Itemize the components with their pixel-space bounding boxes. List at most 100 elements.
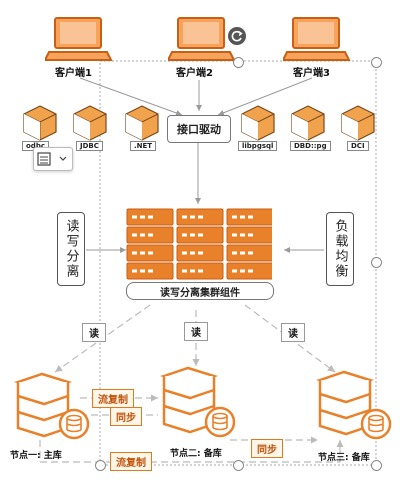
server-led	[198, 251, 203, 255]
node-2	[158, 366, 238, 440]
node-label: 节点一: 主库	[10, 451, 62, 461]
cube-icon	[73, 105, 107, 141]
read-label: 读	[184, 322, 208, 341]
cluster-server-grid	[126, 208, 274, 280]
driver-dbdpg: DBD::pg	[288, 103, 331, 151]
client-label: 客户端3	[293, 68, 330, 79]
server-led	[140, 251, 145, 255]
server-led	[248, 269, 253, 273]
node-label: 节点二: 备库	[170, 449, 222, 459]
cube-icon	[241, 105, 275, 141]
server-led	[132, 215, 137, 219]
database-server-icon	[159, 366, 236, 438]
stream-replication-label: 流复制	[110, 452, 152, 471]
rw-split-box: 读写分离	[57, 212, 85, 286]
stream-replication-label: 流复制	[92, 389, 134, 408]
cluster-component-label: 读写分离集群组件	[160, 287, 240, 299]
driver-label: DCI	[347, 141, 369, 151]
server-led	[240, 269, 245, 273]
server-led	[148, 233, 153, 237]
resize-handle[interactable]	[371, 460, 382, 471]
server-led	[190, 269, 195, 273]
server-led	[132, 233, 137, 237]
server-led	[232, 251, 237, 255]
cube-icon	[125, 105, 159, 141]
server-led	[132, 251, 137, 255]
client-label: 客户端1	[55, 68, 92, 79]
edge-client1-interface	[79, 77, 183, 116]
node-1	[12, 372, 92, 442]
computer-icon	[43, 17, 113, 61]
driver-jdbc: JDBC	[70, 103, 110, 151]
edge-stream-node3	[39, 440, 344, 463]
database-server-icon	[315, 370, 392, 440]
server-led	[190, 215, 195, 219]
server-rack-icon	[126, 208, 274, 280]
sync-label: 同步	[251, 439, 283, 458]
edge-client3-interface	[217, 77, 313, 116]
cube-icon	[23, 105, 57, 141]
sync-label: 同步	[110, 407, 142, 426]
driver-odbc: odbc	[20, 103, 60, 151]
computer-icon	[281, 17, 351, 61]
server-led	[148, 215, 153, 219]
rotate-icon[interactable]	[228, 27, 246, 45]
client-3: 客户端3	[281, 16, 353, 79]
resize-handle[interactable]	[371, 257, 382, 268]
node-label: 节点三: 备库	[318, 453, 370, 463]
read-label: 读	[82, 323, 106, 342]
interface-label: 接口驱动	[177, 123, 221, 136]
align-icon[interactable]	[37, 152, 51, 166]
resize-handle[interactable]	[233, 57, 244, 68]
server-led	[132, 269, 137, 273]
server-led	[248, 233, 253, 237]
server-led	[182, 233, 187, 237]
server-led	[182, 251, 187, 255]
resize-handle[interactable]	[95, 460, 106, 471]
server-led	[148, 269, 153, 273]
server-led	[190, 251, 195, 255]
driver-dci: DCI	[338, 103, 378, 151]
server-led	[232, 269, 237, 273]
server-led	[248, 215, 253, 219]
rw-split-label: 读写分离	[63, 219, 79, 279]
server-led	[140, 269, 145, 273]
chevron-down-icon[interactable]	[59, 156, 67, 161]
server-led	[232, 233, 237, 237]
server-led	[232, 215, 237, 219]
client-2: 客户端2	[166, 16, 238, 79]
database-server-icon	[13, 372, 90, 440]
server-led	[198, 215, 203, 219]
client-label: 客户端2	[176, 68, 213, 79]
driver-label: .NET	[130, 141, 157, 151]
server-led	[190, 233, 195, 237]
server-led	[148, 251, 153, 255]
driver-label: libpgsql	[238, 141, 278, 151]
cube-icon	[341, 105, 375, 141]
server-led	[198, 269, 203, 273]
floating-toolbar[interactable]	[33, 147, 73, 171]
cube-icon	[291, 105, 325, 141]
server-led	[240, 233, 245, 237]
client-1: 客户端1	[43, 16, 115, 79]
server-led	[248, 251, 253, 255]
read-label: 读	[281, 323, 305, 342]
driver-label: DBD::pg	[290, 141, 331, 151]
driver-dotnet: .NET	[122, 103, 162, 151]
resize-handle[interactable]	[371, 57, 382, 68]
load-balance-box: 负载均衡	[326, 212, 354, 286]
load-balance-label: 负载均衡	[332, 219, 348, 279]
server-led	[240, 215, 245, 219]
server-led	[182, 269, 187, 273]
server-led	[140, 233, 145, 237]
server-led	[140, 215, 145, 219]
driver-libpgsql: libpgsql	[238, 103, 278, 151]
server-led	[240, 251, 245, 255]
server-led	[182, 215, 187, 219]
interface-box: 接口驱动	[167, 115, 231, 143]
driver-label: JDBC	[76, 141, 103, 151]
server-led	[198, 233, 203, 237]
cluster-component-box: 读写分离集群组件	[126, 282, 274, 300]
node-3	[314, 370, 394, 442]
resize-handle[interactable]	[233, 460, 244, 471]
